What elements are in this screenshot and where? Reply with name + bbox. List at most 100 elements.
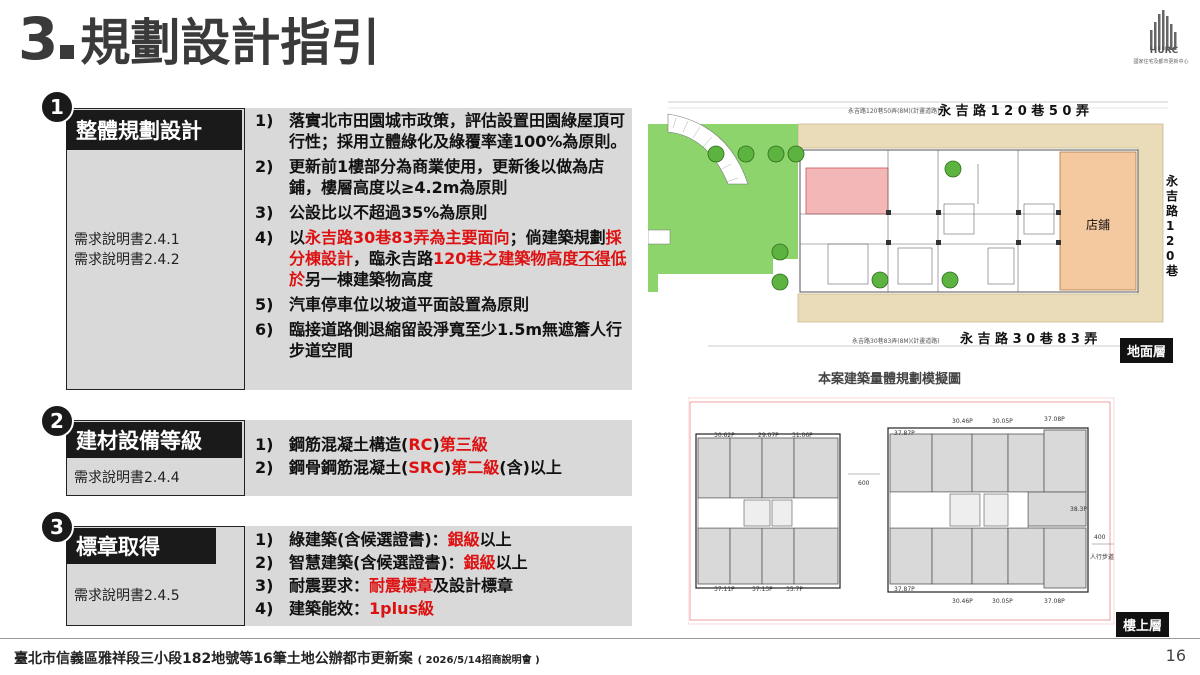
item-number: 3)	[255, 203, 274, 222]
title-number: 3	[18, 5, 58, 73]
area-label: 37.11P	[714, 586, 735, 593]
area-label: 30.05P	[992, 418, 1013, 425]
ground-floor-plan: 永 吉 路 1 2 0 巷 5 0 弄 永吉路120巷50弄(8M)(計畫道路)…	[648, 84, 1180, 364]
item-text-part: 以上	[479, 530, 512, 549]
area-label: 37.87P	[894, 586, 915, 593]
title-dot	[60, 45, 75, 59]
item-text-part: 及設計標章	[433, 576, 514, 595]
item-text-part: 永吉路30巷83弄為主要面向	[305, 228, 510, 247]
ground-floor-drawing	[648, 84, 1180, 364]
section-2-items: 1) 鋼筋混凝土構造(RC)第三級 2) 鋼骨鋼筋混凝土(SRC)第二級(含)以上	[255, 434, 627, 480]
section-3-ref-1: 需求說明書2.4.5	[74, 588, 180, 604]
upper-floor-plan: 30.62P 29.07P 31.06P 37.87P 30.46P 30.05P 37.0…	[688, 394, 1180, 637]
section-3-item: 2) 智慧建築(含候選證書)：銀級以上	[255, 552, 627, 573]
section-2-list-panel: 1) 鋼筋混凝土構造(RC)第三級 2) 鋼骨鋼筋混凝土(SRC)第二級(含)以上	[244, 420, 632, 496]
item-text: 鋼骨鋼筋混凝土(SRC)第二級(含)以上	[289, 457, 562, 478]
item-text-part: SRC	[408, 458, 444, 477]
section-1-ref-1: 需求說明書2.4.1	[74, 232, 180, 248]
hurc-logo-icon	[1150, 10, 1177, 50]
road-note-top: 永吉路120巷50弄(8M)(計畫道路)	[848, 108, 940, 115]
item-number: 2)	[255, 157, 274, 176]
section-2-item: 1) 鋼筋混凝土構造(RC)第三級	[255, 434, 627, 455]
road-label-right: 永 吉 路 1 2 0 巷	[1166, 174, 1179, 278]
area-label: 31.06P	[792, 432, 813, 439]
section-3-item: 3)耐震要求：耐震標章及設計標章	[255, 575, 627, 596]
area-label: 37.13P	[752, 586, 773, 593]
item-text-part: )	[443, 458, 452, 477]
area-label: 30.46P	[952, 418, 973, 425]
item-text-part: ，臨永吉路	[353, 249, 434, 268]
title-text: 規劃設計指引	[80, 14, 381, 72]
section-1-refs: 需求說明書2.4.1 需求說明書2.4.2	[74, 230, 180, 270]
item-text: 智慧建築(含候選證書)：銀級以上	[289, 552, 528, 573]
footer-date: ( 2026/5/14招商說明會 )	[417, 655, 540, 666]
item-text-part: 汽車停車位以坡道平面設置為原則	[289, 295, 530, 314]
item-text-part: 另一棟建築物高度	[305, 270, 434, 289]
item-text-part: 綠建築(含候選證書)：	[289, 530, 448, 549]
section-1-item: 2) 更新前1樓部分為商業使用，更新後以做為店鋪，樓層高度以≥4.2m為原則	[255, 156, 627, 198]
item-number: 4)	[255, 599, 274, 618]
area-label: 30.05P	[992, 598, 1013, 605]
item-text: 公設比以不超過35%為原則	[289, 202, 487, 223]
item-text-part: 第二級	[451, 458, 500, 477]
footer-divider	[0, 638, 1200, 639]
item-text-part: 銀級	[463, 553, 496, 572]
item-text-part: 銀級	[447, 530, 480, 549]
item-text-part: 不得	[578, 249, 611, 268]
area-label: 30.62P	[714, 432, 735, 439]
item-text-part: 臨接道路側退縮留設淨寬至少1.5m無遮簷人行步道空間	[289, 320, 623, 360]
area-label: 29.07P	[758, 432, 779, 439]
logo-subtitle: 國家住宅及都市更新中心	[1133, 59, 1189, 65]
item-number: 5)	[255, 295, 274, 314]
section-2-heading: 建材設備等級	[66, 422, 242, 458]
item-text-part: RC	[408, 435, 433, 454]
section-1-item: 6) 臨接道路側退縮留設淨寬至少1.5m無遮簷人行步道空間	[255, 319, 627, 361]
road-label-top: 永 吉 路 1 2 0 巷 5 0 弄	[938, 104, 1089, 119]
dim-600-label: 600	[858, 480, 870, 487]
item-text-part: ；倘建築規劃	[509, 228, 606, 247]
item-text: 以永吉路30巷83弄為主要面向；倘建築規劃採分棟設計，臨永吉路120巷之建築物高…	[289, 227, 627, 290]
ground-floor-tag: 地面層	[1120, 338, 1174, 363]
section-3-item: 1) 綠建築(含候選證書)：銀級以上	[255, 529, 627, 550]
item-text: 耐震要求：耐震標章及設計標章	[289, 575, 513, 596]
item-text-part: 智慧建築(含候選證書)：	[289, 553, 464, 572]
road-note-bottom: 永吉路30巷83弄(8M)(計畫道路)	[852, 338, 940, 345]
area-label: 37.08P	[1044, 598, 1065, 605]
section-2: 建材設備等級 需求說明書2.4.4 1) 鋼筋混凝土構造(RC)第三級 2) 鋼骨鋼筋…	[66, 420, 632, 496]
section-2-item: 2) 鋼骨鋼筋混凝土(SRC)第二級(含)以上	[255, 457, 627, 478]
item-text-part: 更新前1樓部分為商業使用，更新後以做為店鋪，樓層高度以≥4.2m為原則	[289, 157, 605, 197]
item-number: 6)	[255, 320, 274, 339]
item-number: 1)	[255, 111, 274, 130]
item-number: 2)	[255, 553, 274, 572]
footer-text: 臺北市信義區雅祥段三小段182地號等16筆土地公辦都市更新案 ( 2026/5/…	[14, 648, 540, 668]
item-text-part: 耐震標章	[369, 576, 434, 595]
item-text: 臨接道路側退縮留設淨寬至少1.5m無遮簷人行步道空間	[289, 319, 627, 361]
shop-label: 店鋪	[1086, 218, 1111, 232]
item-number: 2)	[255, 458, 274, 477]
area-label: 38.3P	[1070, 506, 1087, 513]
item-number: 1)	[255, 530, 274, 549]
item-text-part: (含)以上	[499, 458, 562, 477]
item-text-part: 以上	[495, 553, 528, 572]
section-1-item: 1)落實北市田園城市政策，評估設置田園綠屋頂可行性；採用立體綠化及綠覆率達100…	[255, 110, 627, 152]
item-text: 鋼筋混凝土構造(RC)第三級	[289, 434, 488, 455]
section-1-list-panel: 1)落實北市田園城市政策，評估設置田園綠屋頂可行性；採用立體綠化及綠覆率達100…	[244, 108, 632, 390]
item-text-part: 第三級	[439, 435, 488, 454]
section-2-refs: 需求說明書2.4.4	[74, 468, 180, 488]
section-1-item: 4)以永吉路30巷83弄為主要面向；倘建築規劃採分棟設計，臨永吉路120巷之建築…	[255, 227, 627, 290]
item-text-part: 120巷之建築物高度	[433, 249, 579, 268]
item-number: 1)	[255, 435, 274, 454]
upper-floor-tag: 樓上層	[1116, 612, 1170, 637]
item-text-part: 耐震要求：	[289, 576, 370, 595]
section-3-item: 4)建築能效：1plus級	[255, 598, 627, 619]
section-1-item: 3) 公設比以不超過35%為原則	[255, 202, 627, 223]
footer-project: 臺北市信義區雅祥段三小段182地號等16筆土地公辦都市更新案	[14, 651, 413, 667]
item-text: 綠建築(含候選證書)：銀級以上	[289, 529, 512, 550]
logo-text: HURC	[1149, 46, 1179, 56]
item-text-part: 採分棟設計	[289, 228, 622, 268]
page-title: 3 規劃設計指引	[18, 4, 380, 74]
walkway-label: 人行步道	[1090, 554, 1115, 561]
item-text-part: 1plus級	[369, 599, 435, 618]
